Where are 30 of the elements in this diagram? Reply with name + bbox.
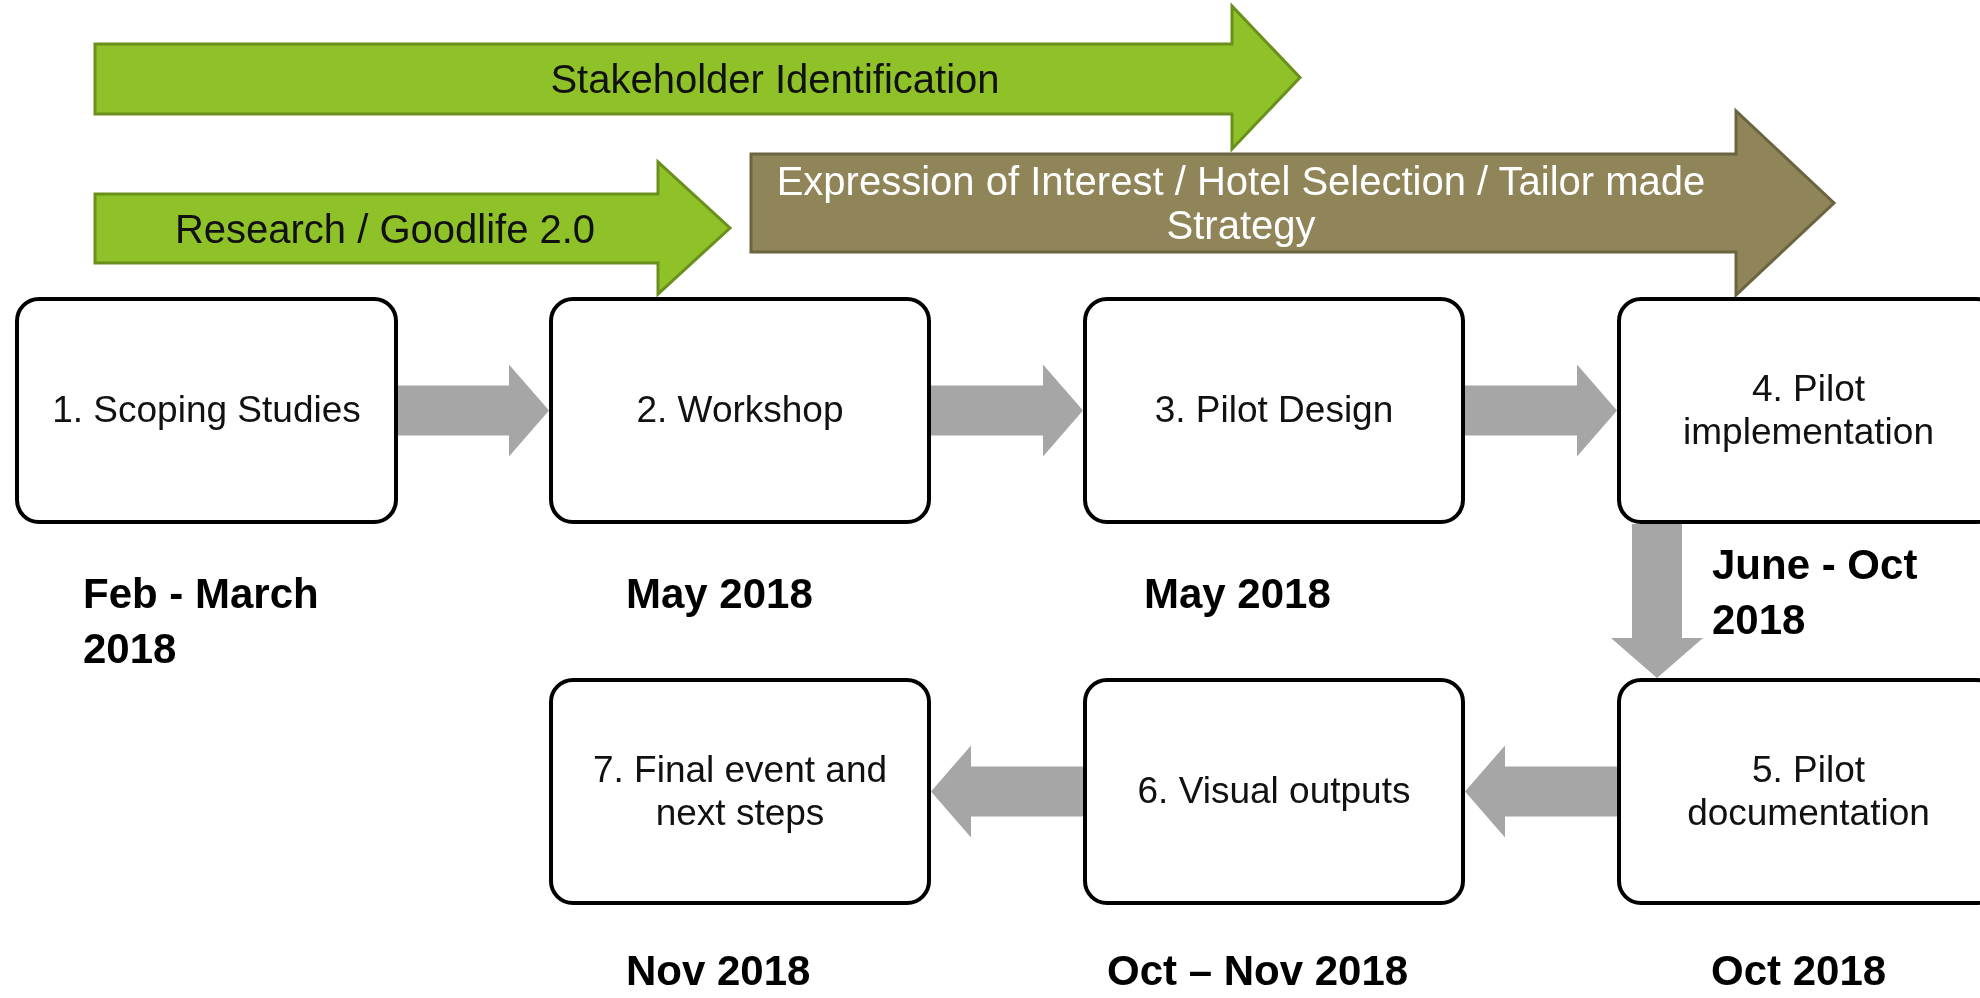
- block-arrow: [1465, 745, 1617, 838]
- process-box: [1617, 678, 1980, 905]
- date-label: Feb - March 2018: [83, 569, 320, 674]
- process-box: [549, 297, 931, 524]
- step-label: 7. Final event and next steps: [591, 748, 889, 835]
- date-label: May 2018: [626, 569, 814, 619]
- step-label: 5. Pilot documentation: [1686, 748, 1931, 835]
- date-label: Nov 2018: [626, 946, 812, 996]
- step-label: 1. Scoping Studies: [51, 389, 362, 432]
- banner-label: Stakeholder Identification: [549, 56, 1001, 103]
- step-label: 2. Workshop: [635, 389, 845, 432]
- block-arrow: [398, 364, 549, 457]
- block-arrow: [1465, 364, 1617, 457]
- block-arrow: [931, 364, 1083, 457]
- block-arrow: [1611, 524, 1703, 678]
- process-box: [549, 678, 931, 905]
- step-label: 4. Pilot implementation: [1682, 367, 1935, 454]
- step-label: 6. Visual outputs: [1136, 770, 1412, 813]
- step-label: 3. Pilot Design: [1153, 389, 1395, 432]
- process-box: [1083, 297, 1465, 524]
- process-box: [1617, 297, 1980, 524]
- banner-label: Expression of Interest / Hotel Selection / Tailor made Strategy: [775, 158, 1707, 249]
- date-label: Oct – Nov 2018: [1107, 946, 1410, 996]
- block-arrow: [931, 745, 1083, 838]
- process-box: [1083, 678, 1465, 905]
- date-label: Oct 2018: [1711, 946, 1888, 996]
- date-label: May 2018: [1144, 569, 1332, 619]
- date-label: June - Oct 2018: [1712, 540, 1919, 645]
- process-box: [15, 297, 398, 524]
- banner-label: Research / Goodlife 2.0: [173, 205, 597, 253]
